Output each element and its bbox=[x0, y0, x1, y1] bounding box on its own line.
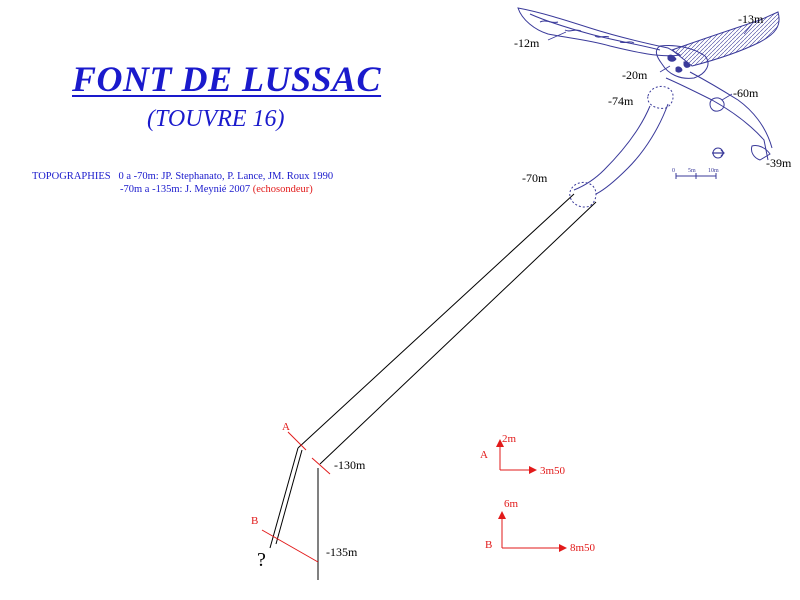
section-mark-a: A bbox=[282, 421, 290, 433]
depth-label-20m: -20m bbox=[622, 68, 648, 82]
scale-key-b-vertical-label: 6m bbox=[504, 498, 519, 510]
credits-prefix: TOPOGRAPHIES bbox=[32, 171, 111, 182]
gallery-west-inner bbox=[529, 13, 661, 51]
scale-key-a: A 2m 3m50 bbox=[480, 433, 566, 477]
north-arrow-needle bbox=[712, 149, 725, 157]
section-line-a bbox=[287, 431, 307, 451]
conduit-upper-wall bbox=[297, 193, 575, 449]
section-lines bbox=[261, 431, 331, 563]
cave-upper-plan bbox=[517, 7, 780, 208]
label-leaders bbox=[547, 23, 753, 101]
map-subtitle: (TOUVRE 16) bbox=[147, 106, 285, 132]
scale-bar-ten: 10m bbox=[708, 168, 719, 174]
depth-label-13m: -13m bbox=[738, 12, 764, 26]
main-passage-outline-b bbox=[689, 71, 773, 149]
scale-key-a-label: A bbox=[480, 449, 488, 461]
passage-39-end bbox=[751, 145, 771, 161]
leader-20m bbox=[659, 65, 671, 73]
scale-key-a-vertical-label: 2m bbox=[502, 433, 517, 445]
gallery-west-detail bbox=[539, 20, 635, 44]
map-title: FONT DE LUSSAC bbox=[72, 59, 382, 99]
credits-line2-text: -70m a -135m: J. Meynié 2007 bbox=[120, 184, 251, 195]
depth-label-135m: -135m bbox=[326, 545, 358, 559]
section-line-a2 bbox=[311, 457, 331, 475]
leader-13m bbox=[743, 23, 753, 35]
junction-outline bbox=[655, 45, 709, 79]
depth-label-74m: -74m bbox=[608, 94, 634, 108]
scale-bar-five: 5m bbox=[688, 168, 696, 174]
depth-label-130m: -130m bbox=[334, 458, 366, 472]
junction-rubble bbox=[667, 54, 691, 73]
deep-conduit bbox=[269, 193, 597, 580]
depth-label-12m: -12m bbox=[514, 36, 540, 50]
shaft-74-outline bbox=[647, 85, 674, 109]
passage-to-70-left bbox=[573, 105, 651, 191]
leader-60m bbox=[721, 93, 733, 101]
credits-line-2: -70m a -135m: J. Meynié 2007 (echosondeu… bbox=[32, 183, 333, 196]
depth-label-39m: -39m bbox=[766, 156, 792, 170]
depth-label-70m: -70m bbox=[522, 171, 548, 185]
scale-key-a-horizontal-label: 3m50 bbox=[540, 465, 566, 477]
conduit-lower-wall bbox=[319, 201, 597, 465]
depth-label-60m: -60m bbox=[733, 86, 759, 100]
gallery-west-outline bbox=[517, 7, 682, 57]
section-line-b bbox=[261, 529, 319, 563]
scale-bar-zero: 0 bbox=[672, 168, 675, 174]
credits-line2-note: (echosondeur) bbox=[252, 184, 313, 195]
credits-line1-text: 0 a -70m: JP. Stephanato, P. Lance, JM. … bbox=[118, 171, 334, 182]
scale-key-b-horizontal-label: 8m50 bbox=[570, 542, 596, 554]
section-mark-b: B bbox=[251, 515, 258, 527]
passage-to-70-right bbox=[595, 103, 669, 195]
north-arrow bbox=[712, 147, 725, 159]
shaft-70-outline bbox=[569, 181, 597, 208]
scale-key-b-label: B bbox=[485, 539, 492, 551]
leader-12m bbox=[547, 31, 567, 41]
section-a-left-wall-2 bbox=[275, 449, 303, 545]
scale-bar: 0 5m 10m bbox=[672, 168, 719, 179]
unknown-continuation-mark: ? bbox=[257, 549, 266, 571]
topography-credits: TOPOGRAPHIES 0 a -70m: JP. Stephanato, P… bbox=[32, 170, 333, 196]
credits-line-1: TOPOGRAPHIES 0 a -70m: JP. Stephanato, P… bbox=[32, 170, 333, 183]
scale-key-b: B 6m 8m50 bbox=[485, 498, 596, 554]
pit-60-outline bbox=[709, 97, 725, 112]
section-a-left-wall bbox=[269, 447, 299, 549]
